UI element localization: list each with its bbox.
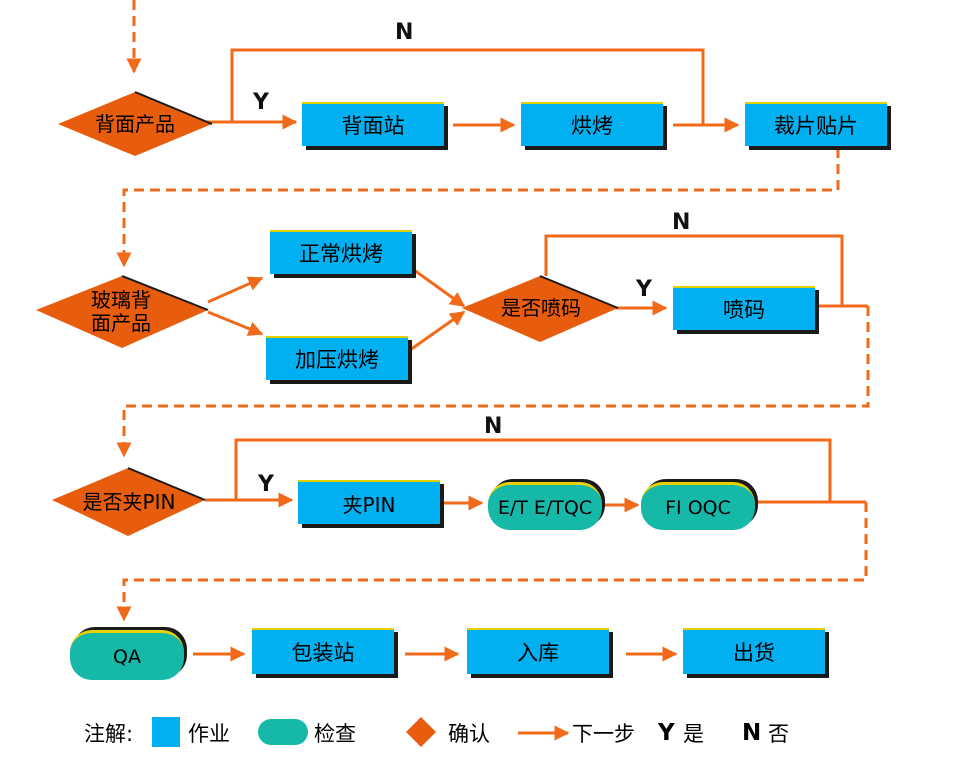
decision-back-product-label: 背面产品 xyxy=(95,111,175,136)
decision-glass-back-line1: 玻璃背 xyxy=(91,288,151,312)
legend-title: 注解: xyxy=(84,722,134,746)
label-n-row2: N xyxy=(672,210,691,235)
dashed-row2-row3 xyxy=(116,306,870,458)
legend-yes-text: 是 xyxy=(683,722,704,746)
task-back-station: 背面站 xyxy=(302,102,444,146)
label-y-row3: Y xyxy=(258,472,274,497)
arrow-to-normal-bake xyxy=(207,276,264,304)
task-bake: 烘烤 xyxy=(521,102,663,146)
dashed-row3-row4 xyxy=(116,502,868,622)
arrow-to-press-bake xyxy=(207,310,264,336)
label-n-row1: N xyxy=(395,20,414,45)
legend-task-label: 作业 xyxy=(188,722,230,746)
legend-diamond-icon xyxy=(406,717,436,747)
label-n-row3: N xyxy=(484,414,503,439)
task-pack: 包装站 xyxy=(252,628,394,674)
legend-no-text: 否 xyxy=(768,722,789,746)
arrow-press-to-spray-q xyxy=(409,310,466,352)
decision-pin-q-label: 是否夹PIN xyxy=(82,489,176,514)
task-ship: 出货 xyxy=(683,628,825,674)
label-y-row2: Y xyxy=(636,277,652,302)
decision-glass-back-label: 玻璃背 面产品 xyxy=(46,288,196,336)
task-normal-bake: 正常烘烤 xyxy=(270,230,412,274)
task-pin: 夹PIN xyxy=(298,480,440,524)
check-et-etqc: E/T E/TQC xyxy=(488,482,602,530)
task-store: 入库 xyxy=(467,628,609,674)
legend-task-swatch xyxy=(152,717,180,747)
decision-glass-back-line2: 面产品 xyxy=(91,311,151,335)
arrow-normal-to-spray-q xyxy=(413,268,466,308)
legend-check-swatch xyxy=(258,719,308,745)
task-press-bake: 加压烘烤 xyxy=(266,336,408,380)
legend-yes-key: Y xyxy=(658,720,675,746)
bypass-n-row2 xyxy=(544,234,844,306)
check-fi-oqc: FI OQC xyxy=(641,482,755,530)
bypass-n-row1 xyxy=(230,48,705,124)
legend-check-label: 检查 xyxy=(314,722,356,746)
decision-spray-q-label: 是否喷码 xyxy=(501,295,581,320)
task-spray: 喷码 xyxy=(673,286,815,330)
dashed-row1-row2 xyxy=(116,148,840,268)
legend-no-key: N xyxy=(742,720,762,746)
legend-next-label: 下一步 xyxy=(572,722,635,746)
legend-confirm-label: 确认 xyxy=(448,722,490,746)
check-qa: QA xyxy=(70,630,184,680)
task-cut-paste: 裁片贴片 xyxy=(745,102,887,146)
bypass-n-row3 xyxy=(234,438,832,502)
label-y-row1: Y xyxy=(253,90,269,115)
